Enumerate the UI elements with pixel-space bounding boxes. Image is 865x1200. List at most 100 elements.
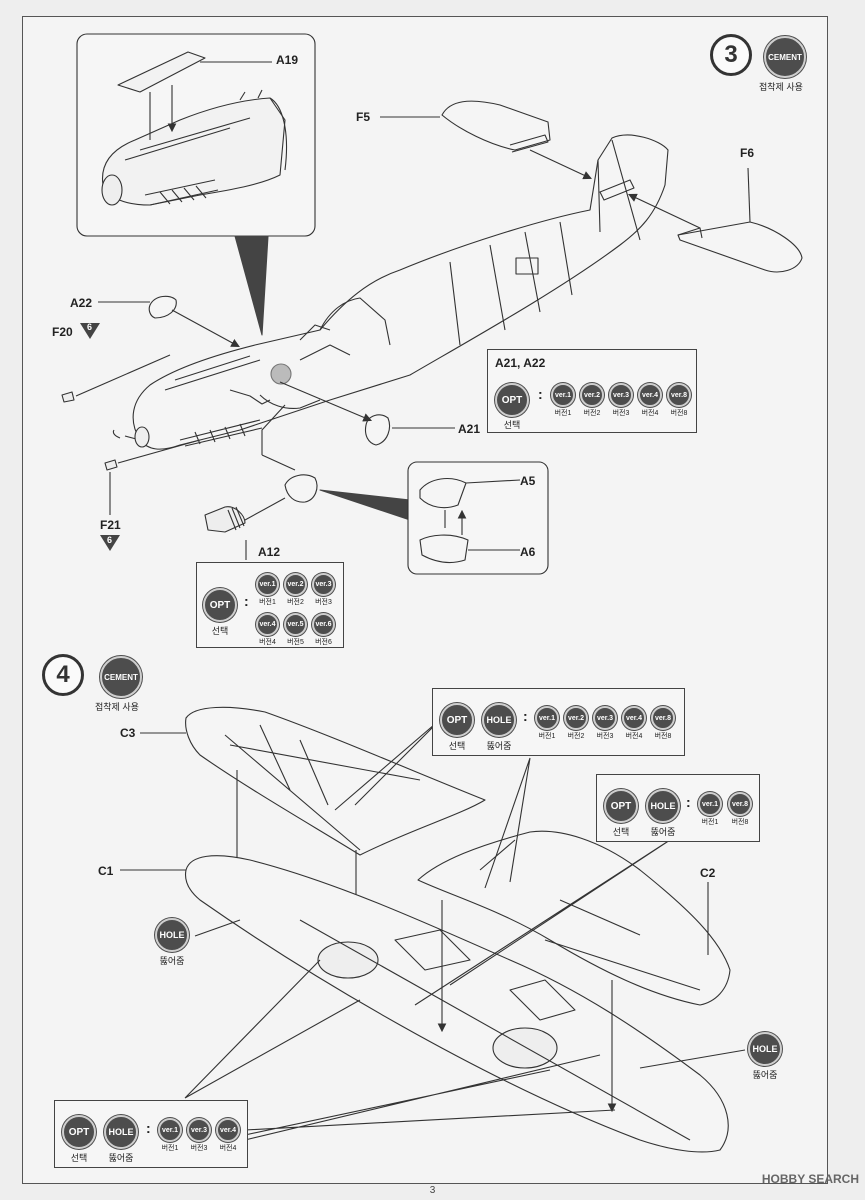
version-badge: ver.4 — [622, 706, 646, 730]
f21-ref-triangle — [100, 535, 120, 551]
hole-label: 뚫어줌 — [486, 741, 512, 751]
version-badge: ver.1 — [256, 573, 279, 596]
hole-badge: HOLE — [646, 789, 680, 823]
opt-badge: OPT — [62, 1115, 96, 1149]
wing-c3 — [185, 706, 486, 856]
fuselage-outline — [112, 134, 669, 450]
version-badge: ver.8 — [651, 706, 675, 730]
version-label: 버전1 — [554, 410, 572, 417]
version-badge: ver.3 — [609, 383, 633, 407]
hole-label: 뚫어줌 — [752, 1070, 778, 1080]
version-badge: ver.2 — [564, 706, 588, 730]
version-label: 버전2 — [287, 599, 304, 606]
opt-label: 선택 — [503, 420, 521, 430]
opt-badge: OPT — [440, 703, 474, 737]
version-badge: ver.2 — [284, 573, 307, 596]
part-label-a21: A21 — [458, 422, 481, 436]
version-label: 버전3 — [190, 1145, 208, 1152]
version-badge: ver.5 — [284, 613, 307, 636]
version-badge: ver.8 — [667, 383, 691, 407]
version-badge: ver.3 — [312, 573, 335, 596]
step-3-number: 3 — [710, 34, 752, 76]
version-badge: ver.1 — [535, 706, 559, 730]
stabilizer-f5 — [441, 100, 551, 151]
version-label: 버전3 — [596, 733, 614, 740]
version-label: 버전4 — [259, 639, 276, 646]
version-label: 버전4 — [219, 1145, 237, 1152]
colon: : — [686, 794, 691, 810]
part-label-a6: A6 — [520, 545, 536, 559]
part-label-f21: F21 — [100, 518, 121, 532]
version-badge: ver.8 — [728, 792, 752, 816]
f20-ref-triangle — [80, 323, 100, 339]
opt-label: 선택 — [70, 1153, 88, 1163]
part-label-c1: C1 — [98, 864, 114, 878]
version-label: 버전1 — [259, 599, 276, 606]
option-box-title: A21, A22 — [495, 356, 546, 370]
part-label-c3: C3 — [120, 726, 136, 740]
opt-label: 선택 — [448, 741, 466, 751]
cement-badge: CEMENT — [100, 656, 142, 698]
opt-badge: OPT — [495, 383, 529, 417]
hole-badge: HOLE — [482, 703, 516, 737]
part-label-f20: F20 — [52, 325, 73, 339]
version-label: 버전3 — [612, 410, 630, 417]
opt-label: 선택 — [612, 827, 630, 837]
colon: : — [146, 1120, 151, 1136]
engine-detail-inset — [76, 33, 316, 237]
part-label-f6: F6 — [740, 146, 755, 160]
version-label: 버전8 — [670, 410, 688, 417]
version-label: 버전2 — [583, 410, 601, 417]
part-label-c2: C2 — [700, 866, 716, 880]
version-label: 버전4 — [641, 410, 659, 417]
version-label: 버전1 — [161, 1145, 179, 1152]
colon: : — [523, 708, 528, 724]
step-4-number: 4 — [42, 654, 84, 696]
f21-ref-number: 6 — [107, 535, 113, 545]
opt-badge: OPT — [604, 789, 638, 823]
hole-label: 뚫어줌 — [159, 956, 185, 966]
hole-label: 뚫어줌 — [650, 827, 676, 837]
page-number: 3 — [429, 1185, 436, 1196]
version-label: 버전4 — [625, 733, 643, 740]
colon: : — [538, 386, 543, 402]
stabilizer-f6 — [677, 221, 803, 273]
cement-label: 접착제 사용 — [95, 702, 139, 712]
opt-label: 선택 — [211, 626, 229, 636]
version-label: 버전6 — [315, 639, 332, 646]
watermark: HOBBY SEARCH — [761, 1172, 859, 1186]
hole-badge: HOLE — [748, 1032, 782, 1066]
hole-label: 뚫어줌 — [108, 1153, 134, 1163]
f20-ref-number: 6 — [87, 322, 93, 332]
wing-c1 — [184, 855, 729, 1153]
cement-badge: CEMENT — [764, 36, 806, 78]
version-label: 버전1 — [538, 733, 556, 740]
version-badge: ver.4 — [638, 383, 662, 407]
part-label-a22: A22 — [70, 296, 93, 310]
version-badge: ver.6 — [312, 613, 335, 636]
version-badge: ver.3 — [593, 706, 617, 730]
version-badge: ver.2 — [580, 383, 604, 407]
wing-c2 — [417, 830, 731, 1006]
version-label: 버전8 — [654, 733, 672, 740]
version-badge: ver.4 — [216, 1118, 240, 1142]
hole-badge: HOLE — [155, 918, 189, 952]
version-badge: ver.1 — [551, 383, 575, 407]
version-badge: ver.1 — [158, 1118, 182, 1142]
version-badge: ver.1 — [698, 792, 722, 816]
part-label-a12: A12 — [258, 545, 281, 559]
version-badge: ver.3 — [187, 1118, 211, 1142]
version-label: 버전2 — [567, 733, 585, 740]
opt-badge: OPT — [203, 588, 237, 622]
version-label: 버전3 — [315, 599, 332, 606]
version-label: 버전1 — [701, 819, 719, 826]
part-label-f5: F5 — [356, 110, 371, 124]
hole-badge: HOLE — [104, 1115, 138, 1149]
colon: : — [244, 593, 249, 609]
part-label-a19: A19 — [276, 53, 299, 67]
version-label: 버전8 — [731, 819, 749, 826]
version-badge: ver.4 — [256, 613, 279, 636]
cement-label: 접착제 사용 — [759, 82, 803, 92]
version-label: 버전5 — [287, 639, 304, 646]
